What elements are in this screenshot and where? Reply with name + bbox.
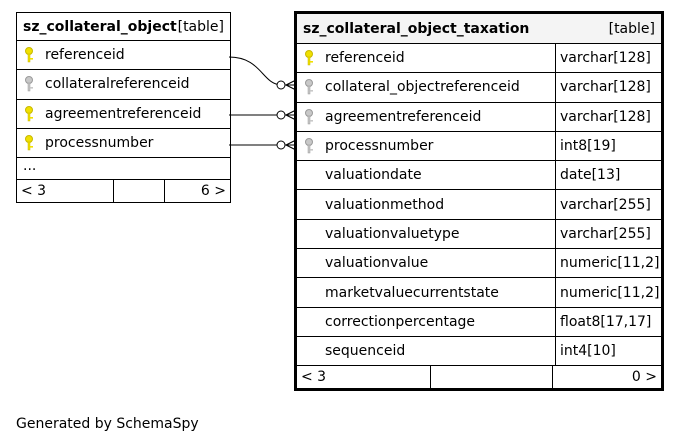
table-sz-collateral-object-taxation[interactable]: sz_collateral_object_taxation [table] re…	[294, 11, 664, 392]
column-name: marketvaluecurrentstate	[325, 284, 499, 301]
column-type: numeric[11,2]	[555, 278, 661, 307]
column-name: referenceid	[325, 50, 405, 67]
column-row: agreementreferenceid varchar[128]	[297, 102, 661, 132]
column-row: referenceid	[17, 41, 230, 71]
relationship-zero-marker	[276, 140, 286, 150]
column-type: varchar[255]	[555, 190, 661, 219]
column-name: correctionpercentage	[325, 313, 476, 330]
column-row: valuationvalue numeric[11,2]	[297, 249, 661, 279]
table-name: sz_collateral_object_taxation	[303, 20, 530, 37]
column-name: valuationvaluetype	[325, 225, 460, 242]
column-type: numeric[11,2]	[555, 249, 661, 278]
primary-key-icon	[305, 50, 313, 66]
column-name: agreementreferenceid	[45, 105, 202, 122]
table-type-label: [table]	[177, 18, 224, 35]
relationship-line-referenceid	[228, 56, 294, 86]
column-row: collateral_objectreferenceid varchar[128]	[297, 73, 661, 103]
foreign-key-icon	[305, 138, 313, 154]
column-name: valuationdate	[325, 167, 422, 184]
column-name: valuationvalue	[325, 255, 429, 272]
column-name: processnumber	[45, 135, 154, 152]
primary-key-icon	[25, 105, 33, 121]
column-type: varchar[255]	[555, 219, 661, 249]
column-row: processnumber int8[19]	[297, 131, 661, 162]
foreign-key-icon	[305, 79, 313, 95]
column-type: varchar[128]	[555, 102, 661, 131]
column-type: int4[10]	[555, 336, 661, 366]
column-row: collateralreferenceid	[17, 70, 230, 100]
relationship-zero-marker	[276, 110, 286, 120]
table-header: sz_collateral_object [table]	[17, 13, 230, 41]
foreign-key-icon	[305, 108, 313, 124]
footer-middle	[431, 366, 553, 389]
more-columns-ellipsis: ...	[17, 158, 230, 181]
table-footer: < 3 0 >	[297, 366, 661, 389]
column-row: sequenceid int4[10]	[297, 336, 661, 367]
children-count[interactable]: 6 >	[200, 183, 226, 200]
column-type: varchar[128]	[555, 44, 661, 73]
column-row: processnumber	[17, 129, 230, 159]
column-name: valuationmethod	[325, 196, 445, 213]
column-type: date[13]	[555, 161, 661, 190]
relationship-zero-marker	[276, 80, 286, 90]
column-name: agreementreferenceid	[325, 108, 482, 125]
column-name: referenceid	[45, 47, 125, 64]
column-type: int8[19]	[555, 131, 661, 161]
column-row: correctionpercentage float8[17,17]	[297, 307, 661, 337]
generated-by-label: Generated by SchemaSpy	[16, 416, 199, 432]
column-name: collateral_objectreferenceid	[325, 79, 520, 96]
children-count[interactable]: 0 >	[631, 369, 657, 386]
relationship-many-marker	[285, 79, 297, 91]
column-row: referenceid varchar[128]	[297, 44, 661, 74]
table-header: sz_collateral_object_taxation [table]	[297, 14, 661, 44]
column-row: valuationvaluetype varchar[255]	[297, 219, 661, 250]
column-name: sequenceid	[325, 343, 406, 360]
parents-count[interactable]: < 3	[17, 180, 114, 203]
table-sz-collateral-object[interactable]: sz_collateral_object [table] referenceid…	[16, 12, 231, 204]
column-type: float8[17,17]	[555, 307, 661, 336]
primary-key-icon	[25, 47, 33, 63]
foreign-key-icon	[25, 76, 33, 92]
column-row: marketvaluecurrentstate numeric[11,2]	[297, 278, 661, 308]
parents-count[interactable]: < 3	[297, 366, 431, 389]
table-type-label: [table]	[608, 20, 655, 37]
column-name: collateralreferenceid	[45, 76, 190, 93]
footer-middle	[114, 180, 165, 203]
table-footer: < 3 6 >	[17, 180, 230, 203]
primary-key-icon	[25, 135, 33, 151]
table-name: sz_collateral_object	[23, 18, 177, 35]
column-type: varchar[128]	[555, 73, 661, 102]
column-row: agreementreferenceid	[17, 100, 230, 129]
relationship-many-marker	[285, 109, 297, 121]
relationship-many-marker	[285, 139, 297, 151]
column-row: valuationmethod varchar[255]	[297, 190, 661, 220]
column-row: valuationdate date[13]	[297, 161, 661, 191]
column-name: processnumber	[325, 138, 434, 155]
